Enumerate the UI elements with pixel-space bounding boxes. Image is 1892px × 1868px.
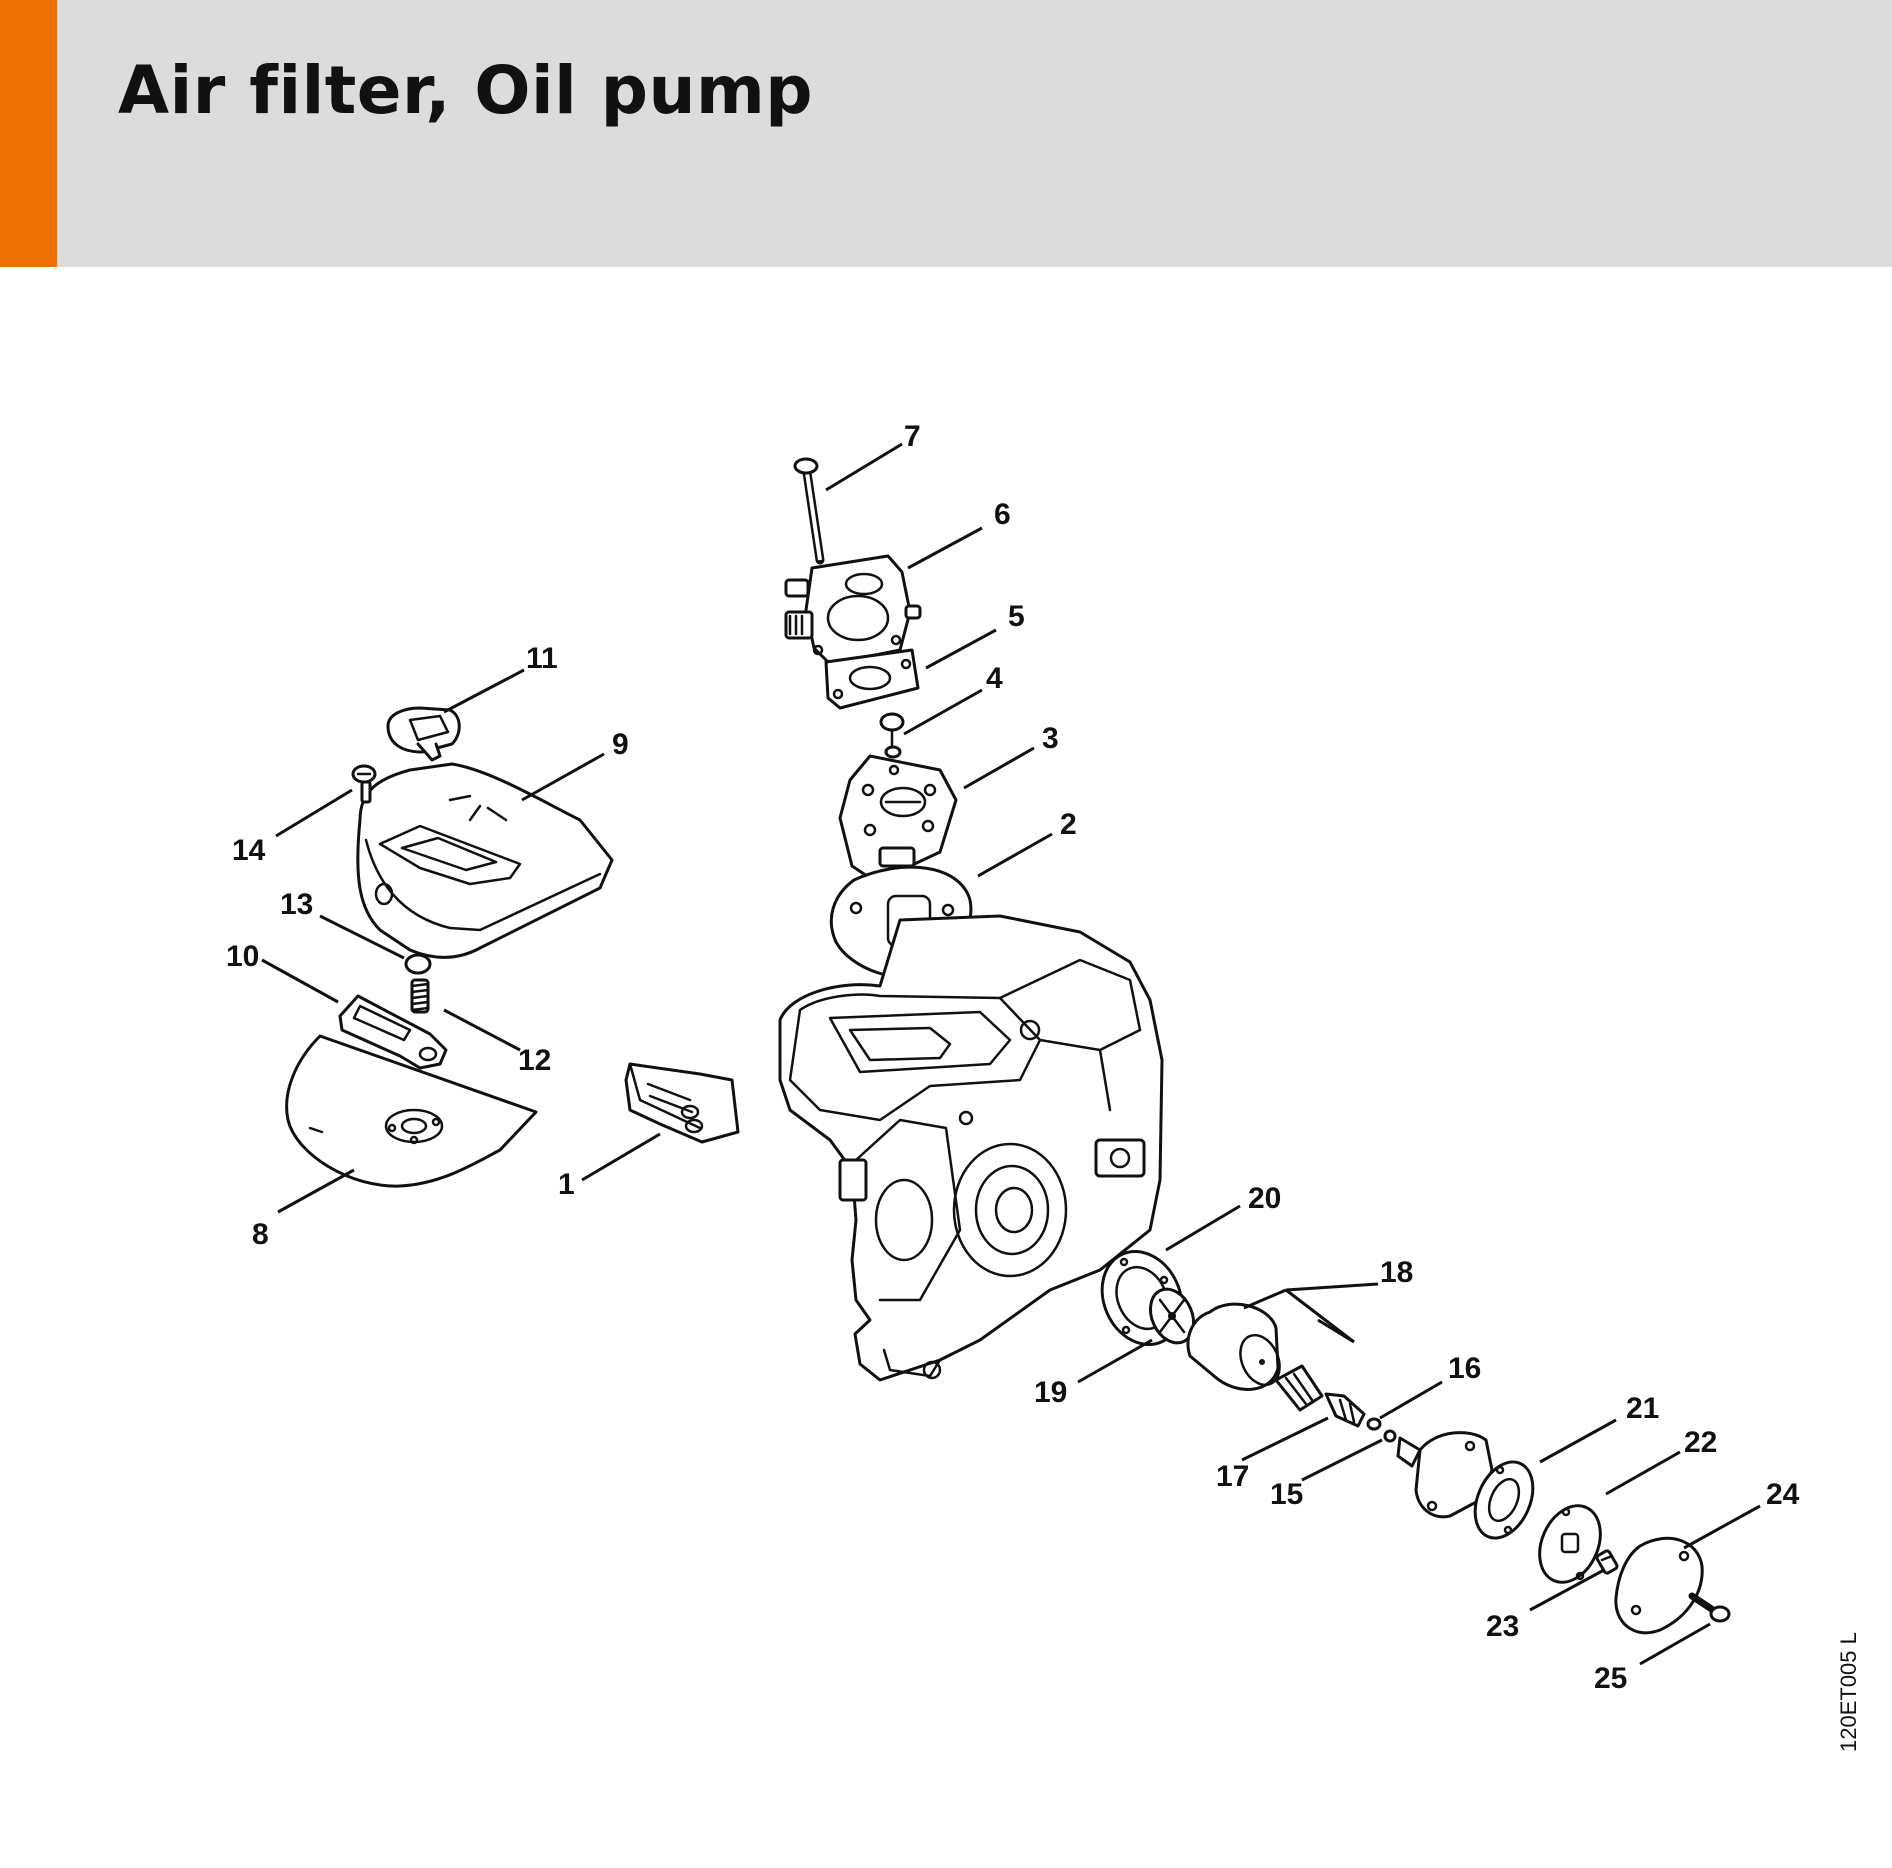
part-16-seal xyxy=(1366,1417,1382,1431)
oil-pump-housing xyxy=(1396,1431,1494,1519)
part-11-latch xyxy=(386,706,461,762)
leader-18b xyxy=(1285,1282,1379,1292)
callout-2: 2 xyxy=(1060,808,1077,841)
leader-18a xyxy=(1243,1288,1287,1310)
part-3-intake-flange xyxy=(838,754,958,884)
part-24-pump-cover xyxy=(1614,1536,1704,1635)
leader-5 xyxy=(925,628,997,670)
leader-2 xyxy=(977,832,1053,878)
leader-18d xyxy=(1285,1288,1355,1344)
part-21-pump-gasket xyxy=(1473,1460,1535,1540)
callout-6: 6 xyxy=(994,498,1011,531)
callout-24: 24 xyxy=(1766,1478,1800,1511)
part-17-plunger xyxy=(1274,1364,1366,1428)
part-10-slide xyxy=(338,994,448,1070)
header-accent-bar xyxy=(0,0,57,267)
drawing-number: 120ET005 L xyxy=(1836,1632,1861,1752)
callout-5: 5 xyxy=(1008,600,1025,633)
part-13-ball xyxy=(404,953,432,975)
page-header: Air filter, Oil pump xyxy=(0,0,1892,267)
callout-8: 8 xyxy=(252,1218,269,1251)
leader-12 xyxy=(443,1008,521,1052)
part-1-bracket xyxy=(624,1062,740,1144)
page-title: Air filter, Oil pump xyxy=(118,52,813,129)
leader-lines xyxy=(261,442,1761,1666)
leader-21 xyxy=(1539,1418,1617,1464)
leader-15 xyxy=(1301,1438,1383,1482)
leader-9 xyxy=(521,752,605,802)
leader-24 xyxy=(1683,1504,1761,1550)
callout-10: 10 xyxy=(226,940,259,973)
part-19-coupling xyxy=(1148,1287,1196,1345)
callout-12: 12 xyxy=(518,1044,551,1077)
leader-14 xyxy=(275,788,353,838)
part-14-screw xyxy=(351,764,377,804)
part-22-diaphragm xyxy=(1538,1504,1602,1584)
leader-3 xyxy=(963,746,1035,790)
leader-11 xyxy=(443,668,525,714)
part-25-screw xyxy=(1688,1592,1731,1623)
leader-23 xyxy=(1529,1568,1605,1612)
callout-17: 17 xyxy=(1216,1460,1249,1493)
callout-22: 22 xyxy=(1684,1426,1717,1459)
part-9-filter-cover xyxy=(356,762,614,959)
part-23-screw xyxy=(1595,1549,1619,1575)
leader-22 xyxy=(1605,1450,1681,1496)
leader-19 xyxy=(1077,1338,1153,1384)
leader-10 xyxy=(261,958,339,1004)
part-7-screw xyxy=(793,457,825,565)
callout-19: 19 xyxy=(1034,1376,1067,1409)
callout-16: 16 xyxy=(1448,1352,1481,1385)
leader-17 xyxy=(1241,1416,1329,1462)
part-6-carburetor xyxy=(784,554,922,666)
part-4-plug xyxy=(879,712,905,759)
leader-6 xyxy=(907,526,983,570)
leader-16 xyxy=(1379,1380,1443,1420)
part-12-spring xyxy=(410,978,430,1014)
callout-4: 4 xyxy=(986,662,1003,695)
leader-1 xyxy=(581,1132,661,1182)
callout-labels: 7 6 5 4 3 2 11 9 14 13 10 12 8 1 20 19 1… xyxy=(226,420,1800,1695)
callout-1: 1 xyxy=(558,1168,575,1201)
callout-18: 18 xyxy=(1380,1256,1413,1289)
callout-3: 3 xyxy=(1042,722,1059,755)
leader-20 xyxy=(1165,1204,1241,1252)
callout-7: 7 xyxy=(904,420,921,453)
part-15-ball xyxy=(1383,1429,1397,1443)
callout-20: 20 xyxy=(1248,1182,1281,1215)
part-5-gasket xyxy=(824,648,920,710)
callout-23: 23 xyxy=(1486,1610,1519,1643)
leader-4 xyxy=(903,688,983,736)
leader-13 xyxy=(319,914,405,960)
leader-8 xyxy=(277,1168,355,1214)
callout-9: 9 xyxy=(612,728,629,761)
crankcase xyxy=(778,914,1164,1382)
leader-7 xyxy=(825,442,903,492)
callout-15: 15 xyxy=(1270,1478,1303,1511)
callout-25: 25 xyxy=(1594,1662,1627,1695)
leader-25 xyxy=(1639,1622,1711,1666)
callout-14: 14 xyxy=(232,834,266,867)
callout-11: 11 xyxy=(526,642,558,675)
part-18-drum xyxy=(1186,1302,1281,1391)
callout-13: 13 xyxy=(280,888,313,921)
callout-21: 21 xyxy=(1626,1392,1659,1425)
